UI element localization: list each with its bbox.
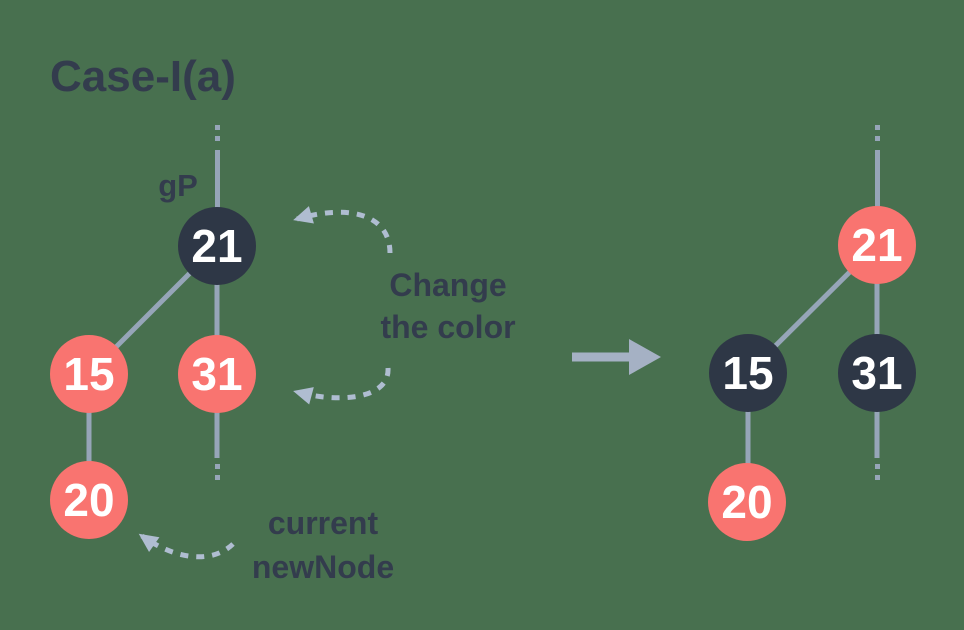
node-after-21: 21 (838, 206, 916, 284)
current-newnode-note-line2: newNode (251, 549, 395, 585)
node-after-31: 31 (838, 334, 916, 412)
node-before-21: 21 (178, 207, 256, 285)
node-before-15: 15 (50, 335, 128, 413)
node-after-20: 20 (708, 463, 786, 541)
change-color-note: Change the color (362, 264, 534, 348)
node-before-31: 31 (178, 335, 256, 413)
page-title: Case-I(a) (50, 52, 236, 101)
grandparent-label: gP (158, 168, 198, 203)
current-newnode-note: current newNode (237, 501, 409, 589)
node-after-15: 15 (709, 334, 787, 412)
dashed-arrow-to-node-20 (138, 533, 235, 560)
dashed-arrow-to-node-31 (293, 367, 391, 405)
change-color-note-line1: Change (389, 267, 507, 303)
transform-arrow-head (629, 339, 661, 375)
node-before-20: 20 (50, 461, 128, 539)
dashed-arrow-to-node-21 (293, 206, 393, 254)
current-newnode-note-line1: current (267, 505, 379, 541)
change-color-note-line2: the color (380, 309, 516, 345)
